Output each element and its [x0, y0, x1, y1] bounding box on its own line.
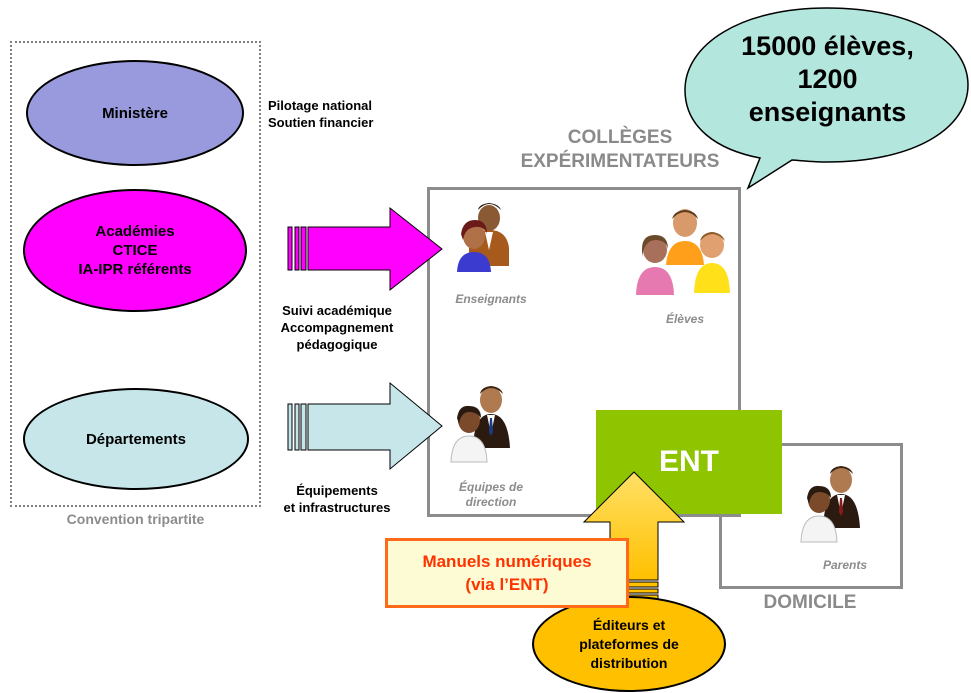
manuels-line-2: (via l’ENT) [465, 575, 549, 594]
bubble-line-1: 15000 élèves, [741, 31, 914, 61]
bubble-line-3: enseignants [748, 97, 907, 127]
equipes-line-1: Équipes de [458, 480, 523, 494]
eleves-icon [636, 209, 730, 295]
enseignants-icon [457, 203, 509, 272]
ministere-desc-line-2: Soutien financier [268, 115, 374, 130]
ministere-desc-line-1: Pilotage national [268, 98, 373, 113]
editeurs-line-2: plateformes de [579, 635, 679, 652]
equipes-direction-icon [450, 386, 510, 463]
academies-arrow [287, 206, 443, 292]
convention-caption: Convention tripartite [66, 511, 205, 527]
colleges-title-line-2: EXPÉRIMENTATEURS [520, 151, 720, 172]
editeurs-line-1: Éditeurs et [592, 616, 666, 633]
equipes-line-2: direction [465, 495, 517, 509]
departements-label: Départements [85, 430, 187, 448]
departements-description: Équipements et infrastructures [262, 482, 412, 516]
manuels-line-1: Manuels numériques [422, 552, 592, 571]
academies-line-1: Académies [95, 223, 175, 240]
bubble-line-2: 1200 [797, 64, 858, 94]
academies-description: Suivi académique Accompagnement pédagogi… [262, 302, 412, 353]
ministere-description: Pilotage national Soutien financier [268, 97, 408, 131]
academies-line-2: CTICE [112, 242, 158, 259]
departements-desc-line-2: et infrastructures [283, 500, 391, 515]
eleves-label: Élèves [665, 312, 705, 326]
domicile-title: DOMICILE [763, 592, 857, 613]
academies-desc-line-3: pédagogique [296, 337, 378, 352]
manuels-box: Manuels numériques (via l’ENT) [385, 538, 629, 608]
editeurs-ellipse: Éditeurs et plateformes de distribution [532, 596, 726, 692]
academies-desc-line-2: Accompagnement [280, 320, 394, 335]
convention-frame [10, 41, 261, 507]
parents-label: Parents [822, 558, 868, 572]
departements-arrow [287, 381, 443, 471]
ent-label: ENT [659, 445, 719, 478]
equipes-label: Équipes de direction [436, 480, 546, 510]
ministere-label: Ministère [102, 104, 168, 122]
academies-ellipse: Académies CTICE IA-IPR référents [23, 189, 247, 312]
stats-bubble [684, 7, 969, 190]
ministere-ellipse: Ministère [26, 60, 244, 166]
academies-desc-line-1: Suivi académique [282, 303, 392, 318]
stats-bubble-text: 15000 élèves, 1200 enseignants [700, 30, 955, 129]
enseignants-label: Enseignants [455, 292, 527, 306]
editeurs-line-3: distribution [590, 654, 668, 671]
colleges-title: COLLÈGES EXPÉRIMENTATEURS [470, 126, 770, 174]
departements-ellipse: Départements [23, 388, 249, 490]
academies-line-3: IA-IPR référents [78, 261, 192, 278]
parents-icon [800, 466, 860, 543]
colleges-title-line-1: COLLÈGES [567, 127, 673, 148]
departements-desc-line-1: Équipements [296, 483, 378, 498]
